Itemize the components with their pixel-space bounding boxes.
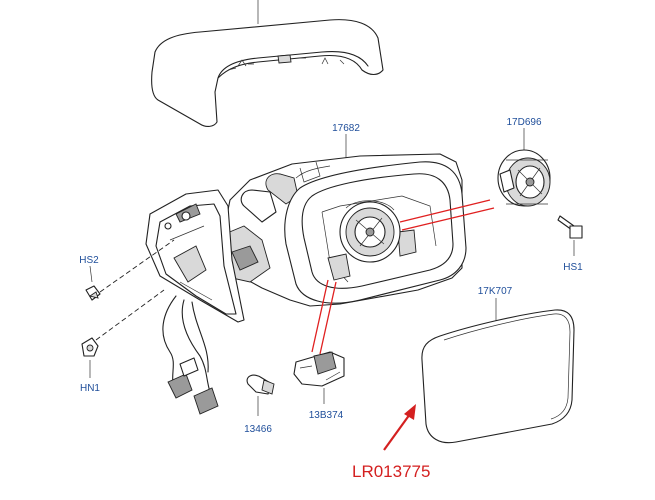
callout-bulb-holder: 13B374 [309, 410, 344, 421]
callout-clip-screw: HS2 [79, 255, 99, 266]
fastener-alignment-lines [95, 239, 175, 341]
mirror-glass-17k707 [421, 298, 575, 444]
callout-nut: HN1 [80, 383, 100, 394]
bulb-13466 [246, 374, 275, 416]
pointer-arrow [383, 404, 416, 451]
mirror-cover-cap [151, 0, 384, 127]
callout-glass: 17K707 [478, 286, 513, 297]
bulb-holder-13b374 [293, 351, 345, 404]
back-cover-and-harness [145, 189, 245, 415]
clip-screw-hs2 [85, 265, 101, 301]
screw-hs1 [557, 215, 583, 256]
callout-screw: HS1 [563, 262, 583, 273]
callout-bulb: 13466 [244, 424, 272, 435]
mirror-housing [219, 134, 467, 307]
nut-hn1 [81, 337, 99, 378]
highlight-lines-motor [399, 199, 495, 231]
callout-housing: 17682 [332, 123, 360, 134]
part-number-label: LR013775 [352, 462, 430, 481]
mirror-motor-17d696 [497, 128, 551, 207]
highlight-lines-bulb [311, 279, 337, 355]
callout-motor: 17D696 [506, 117, 541, 128]
